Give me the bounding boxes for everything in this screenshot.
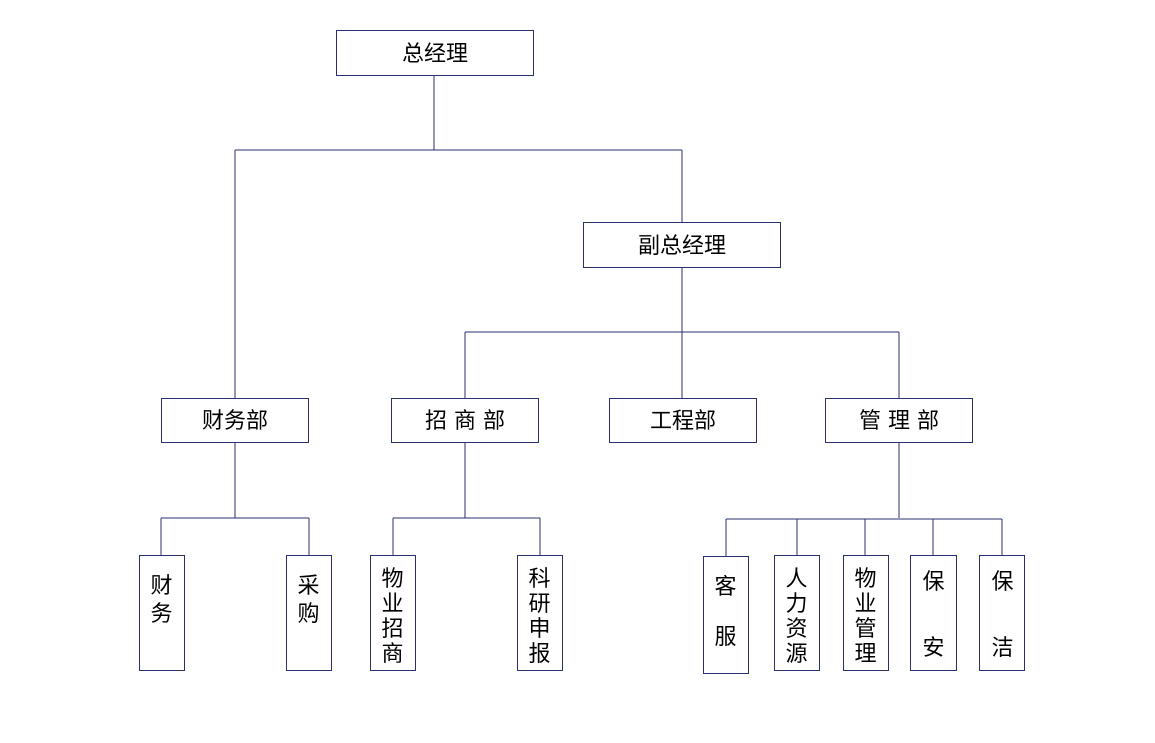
node-label-char: 报 [528, 642, 550, 667]
node-label-vertical: 保安 [922, 570, 944, 661]
node-label-char: 业 [381, 592, 403, 617]
node-human-resources: 人力资源 [774, 555, 820, 671]
node-label-vertical: 客服 [714, 575, 736, 650]
node-property-management: 物业管理 [843, 555, 889, 671]
node-label-char: 安 [922, 636, 944, 661]
node-label-char: 服 [714, 625, 736, 650]
node-label: 副总经理 [638, 234, 726, 259]
node-label-vertical: 物业管理 [854, 567, 876, 667]
node-label-char: 管 [854, 617, 876, 642]
node-engineering-dept: 工程部 [609, 398, 757, 443]
node-management-dept: 管 理 部 [825, 398, 973, 443]
node-label-char: 保 [922, 570, 944, 595]
node-box [336, 30, 534, 76]
node-box [609, 398, 757, 443]
node-label-char: 力 [785, 592, 807, 617]
node-label-char: 招 [381, 617, 403, 642]
connector-lines [160, 75, 1003, 556]
node-label-char: 客 [714, 575, 736, 600]
node-customer-service: 客服 [703, 556, 749, 674]
node-investment-dept: 招 商 部 [391, 398, 539, 443]
node-label-char: 申 [528, 617, 550, 642]
node-box [774, 555, 820, 671]
node-label-char: 保 [991, 570, 1013, 595]
node-security: 保安 [910, 555, 957, 671]
node-label-vertical: 保洁 [991, 570, 1013, 661]
node-label-char: 商 [381, 642, 403, 667]
node-box [517, 555, 563, 671]
node-label-vertical: 财务 [150, 574, 172, 627]
node-label: 财务部 [202, 409, 268, 434]
node-label-vertical: 物业招商 [381, 567, 403, 667]
node-label-char: 洁 [991, 636, 1013, 661]
node-label: 工程部 [650, 409, 716, 434]
node-label-char: 务 [150, 602, 172, 627]
node-finance-dept: 财务部 [161, 398, 309, 443]
node-general-manager: 总经理 [336, 30, 534, 76]
node-label-char: 源 [785, 642, 807, 667]
node-finance: 财务 [139, 555, 185, 671]
node-label: 管 理 部 [859, 409, 939, 434]
node-purchasing: 采购 [286, 555, 332, 671]
node-cleaning: 保洁 [979, 555, 1025, 671]
node-label-char: 业 [854, 592, 876, 617]
node-deputy-general-manager: 副总经理 [583, 222, 781, 268]
node-label-char: 研 [528, 592, 550, 617]
node-label-char: 人 [785, 567, 807, 592]
node-label-char: 物 [381, 567, 403, 592]
node-box [843, 555, 889, 671]
node-box [703, 556, 749, 674]
node-box [825, 398, 973, 443]
node-label-char: 购 [297, 602, 319, 627]
node-research-reporting: 科研申报 [517, 555, 563, 671]
node-box [139, 555, 185, 671]
node-label-char: 物 [854, 567, 876, 592]
node-box [583, 222, 781, 268]
node-box [161, 398, 309, 443]
node-label-char: 理 [854, 642, 876, 667]
node-box [979, 555, 1025, 671]
node-box [286, 555, 332, 671]
node-box [370, 555, 416, 671]
node-property-investment: 物业招商 [370, 555, 416, 671]
node-label-vertical: 采购 [297, 574, 319, 627]
node-label: 招 商 部 [425, 409, 505, 434]
node-label: 总经理 [402, 42, 468, 67]
node-box [391, 398, 539, 443]
node-label-char: 财 [150, 574, 172, 599]
node-box [910, 555, 957, 671]
node-label-vertical: 科研申报 [528, 567, 550, 667]
node-label-char: 资 [785, 617, 807, 642]
node-label-vertical: 人力资源 [785, 567, 807, 667]
node-label-char: 科 [528, 567, 550, 592]
node-label-char: 采 [297, 574, 319, 599]
